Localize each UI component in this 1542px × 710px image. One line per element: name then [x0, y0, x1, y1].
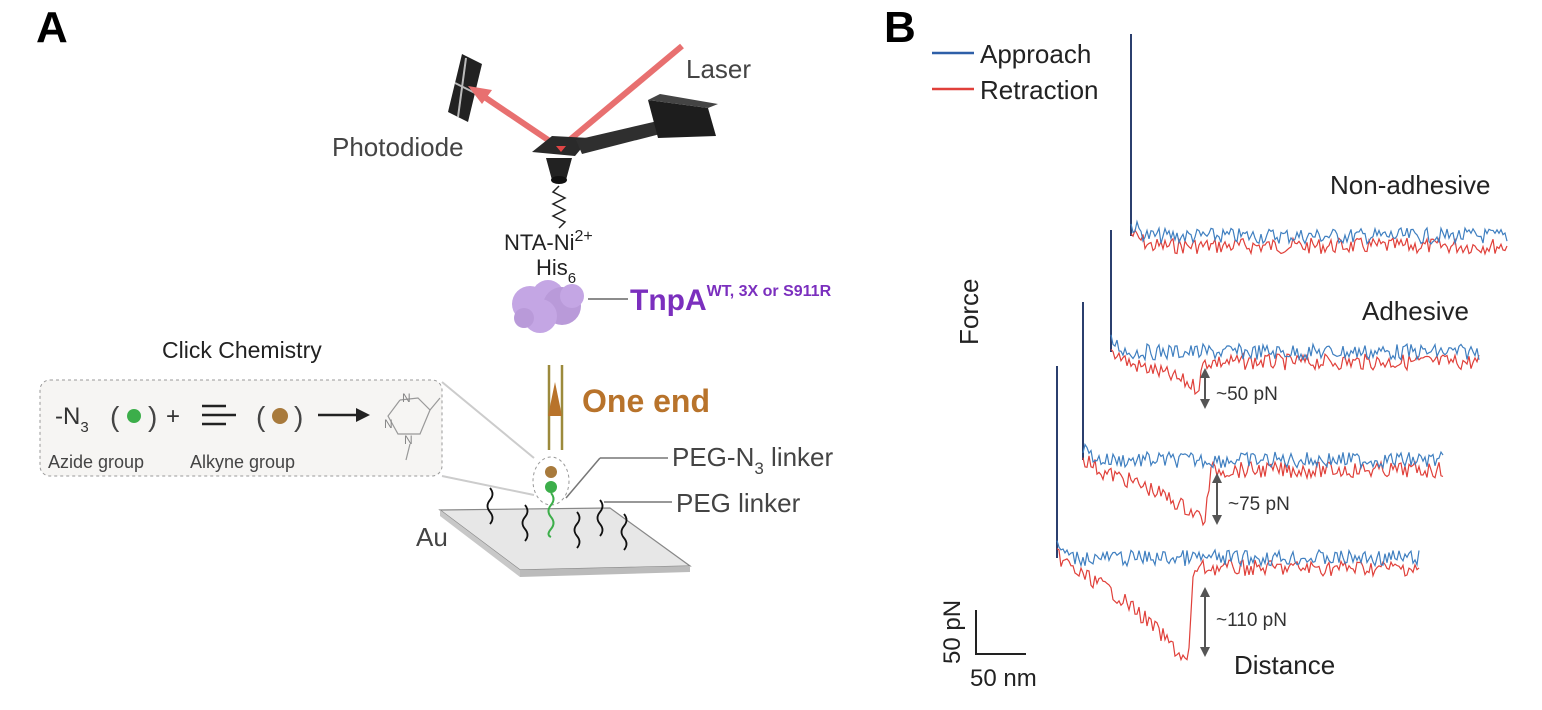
- triazole-ring-icon: [387, 397, 441, 461]
- plus-sign: +: [166, 403, 180, 430]
- trace-label-adhesive: Adhesive: [1362, 296, 1469, 326]
- gold-surface: [438, 507, 692, 577]
- azide-formula: -N3: [55, 403, 89, 436]
- click-chemistry-title: Click Chemistry: [162, 337, 322, 363]
- azide-paren-open: (: [110, 401, 120, 432]
- azide-paren-close: ): [148, 401, 157, 432]
- peg-n3-leader-a: [565, 457, 601, 499]
- cantilever-icon: [532, 94, 718, 184]
- click-chemistry-box: [39, 379, 443, 477]
- alkyne-group-label: Alkyne group: [190, 452, 295, 472]
- alkyne-paren-open: (: [256, 401, 266, 432]
- adhesion-arrow-2: [1212, 473, 1222, 525]
- legend-retraction-label: Retraction: [980, 75, 1099, 105]
- approach-trace-2: [1110, 334, 1480, 362]
- his-label: His6: [536, 255, 576, 287]
- alkyne-paren-close: ): [294, 401, 303, 432]
- panel-b-letter: B: [884, 3, 916, 52]
- protein-icon: [512, 280, 584, 333]
- alkyne-dot-icon: [272, 408, 288, 424]
- approach-trace-1: [1130, 219, 1508, 246]
- reaction-arrow-icon: [318, 408, 370, 422]
- triazole-n1: N: [402, 391, 411, 405]
- panel-b: B Approach Retraction Force Non-adhesive…: [884, 3, 1508, 692]
- panel-a: A Laser Photodiode NTA-Ni2+ His6: [36, 3, 834, 577]
- scale-bar-force-label: 50 pN: [939, 600, 966, 664]
- peg-linkers: [486, 487, 628, 551]
- protein-label: TnpAWT, 3X or S911R: [630, 283, 832, 317]
- approach-trace-3: [1082, 443, 1444, 471]
- tether-azide-dot: [545, 481, 557, 493]
- one-end-label: One end: [582, 383, 710, 419]
- scale-bar: [975, 610, 1026, 655]
- peg-label: PEG linker: [676, 488, 801, 518]
- approach-trace-4: [1056, 540, 1420, 568]
- adhesion-arrow-1: [1200, 368, 1210, 409]
- x-axis-label: Distance: [1234, 650, 1335, 680]
- triazole-n3: N: [404, 433, 413, 447]
- retraction-trace-3: [1082, 455, 1444, 527]
- retraction-trace-4: [1056, 548, 1420, 662]
- triazole-n2: N: [384, 417, 393, 431]
- nta-label: NTA-Ni2+: [504, 228, 593, 255]
- adhesion-label-3: ~110 pN: [1216, 610, 1287, 631]
- adhesion-label-1: ~50 pN: [1216, 384, 1278, 405]
- scale-bar-distance-label: 50 nm: [970, 665, 1037, 692]
- peg-n3-linker: [547, 492, 555, 538]
- legend: Approach Retraction: [932, 39, 1099, 105]
- tether-alkyne-dot: [545, 466, 557, 478]
- trace-label-non-adhesive: Non-adhesive: [1330, 170, 1490, 200]
- photodiode-label: Photodiode: [332, 132, 464, 162]
- callout-lines: [441, 381, 535, 496]
- azide-group-label: Azide group: [48, 452, 144, 472]
- peg-n3-label: PEG-N3 linker: [672, 442, 834, 478]
- adhesion-label-2: ~75 pN: [1228, 494, 1290, 515]
- dna-duplex-icon: [547, 365, 564, 450]
- laser-label: Laser: [686, 54, 751, 84]
- alkyne-bond-icon: [202, 404, 236, 426]
- force-curves: [1056, 34, 1508, 662]
- y-axis-label: Force: [954, 279, 984, 345]
- legend-approach-label: Approach: [980, 39, 1091, 69]
- photodiode-icon: [448, 54, 482, 122]
- spring-linker: [551, 185, 567, 229]
- azide-dot-icon: [127, 409, 141, 423]
- au-label: Au: [416, 522, 448, 552]
- panel-a-letter: A: [36, 3, 68, 52]
- laser-beam: [468, 43, 684, 151]
- adhesion-arrow-3: [1200, 587, 1210, 657]
